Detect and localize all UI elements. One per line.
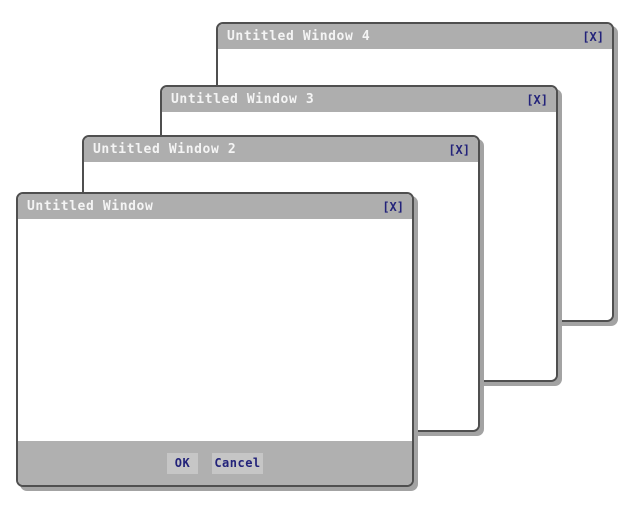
titlebar[interactable]: Untitled Window [X] (18, 194, 412, 219)
close-icon[interactable]: [X] (382, 199, 404, 214)
window-title: Untitled Window (27, 199, 154, 214)
window-untitled-window-1[interactable]: Untitled Window [X] OK Cancel (16, 192, 414, 487)
window-title: Untitled Window 4 (227, 29, 371, 44)
cancel-button[interactable]: Cancel (212, 452, 263, 474)
close-icon[interactable]: [X] (582, 29, 604, 44)
window-title: Untitled Window 3 (171, 92, 315, 107)
titlebar[interactable]: Untitled Window 4 [X] (218, 24, 612, 49)
window-content-area (18, 219, 412, 441)
ok-button[interactable]: OK (167, 452, 198, 474)
window-title: Untitled Window 2 (93, 142, 237, 157)
titlebar[interactable]: Untitled Window 3 [X] (162, 87, 556, 112)
dialog-footer: OK Cancel (18, 441, 412, 485)
titlebar[interactable]: Untitled Window 2 [X] (84, 137, 478, 162)
close-icon[interactable]: [X] (526, 92, 548, 107)
close-icon[interactable]: [X] (448, 142, 470, 157)
